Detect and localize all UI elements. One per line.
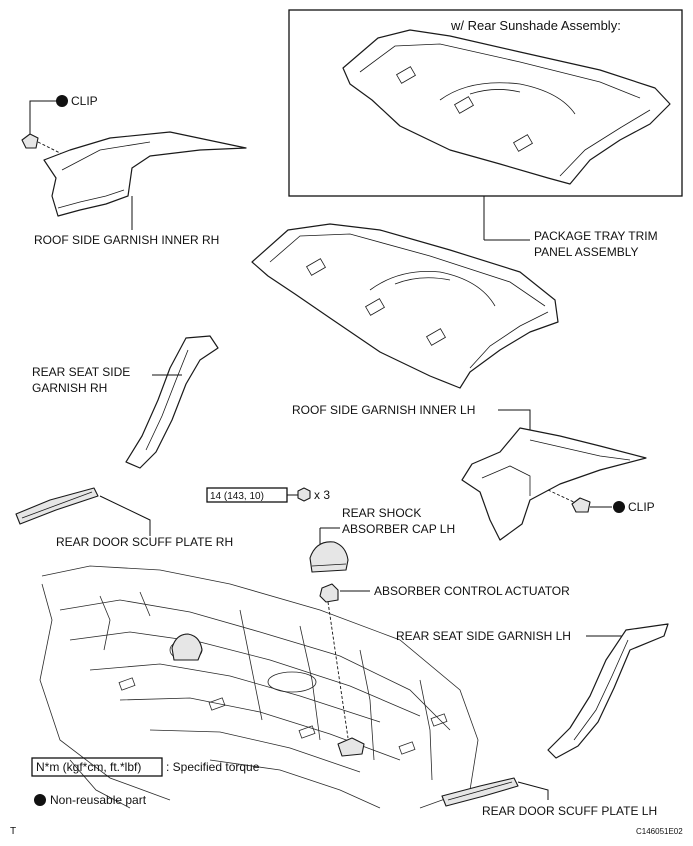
- non-reusable-bullet-icon: [34, 794, 46, 806]
- roof-side-garnish-inner-lh: [461, 427, 647, 541]
- clip-lh-part: [571, 497, 591, 513]
- clip-rh-bullet-icon: [56, 95, 68, 107]
- legend-torque-key: N*m (kgf*cm, ft.*lbf): [36, 760, 141, 774]
- legend-torque-box: [31, 757, 163, 777]
- label-roof-side-garnish-rh: ROOF SIDE GARNISH INNER RH: [34, 233, 219, 247]
- scuff-rh-leader: [99, 495, 151, 536]
- label-absorber-control-actuator: ABSORBER CONTROL ACTUATOR: [374, 584, 570, 598]
- rear-door-scuff-plate-lh: [441, 777, 519, 807]
- actuator-dash: [327, 601, 349, 739]
- footer-code: C146051E02: [636, 827, 683, 836]
- legend-non-reusable: Non-reusable part: [50, 793, 147, 807]
- inset-rear-sunshade: w/ Rear Sunshade Assembly:: [288, 9, 683, 197]
- legend: N*m (kgf*cm, ft.*lbf) : Specified torque…: [31, 757, 260, 807]
- torque-quantity: x 3: [314, 488, 330, 502]
- clip-lh-dash: [547, 489, 579, 505]
- rear-door-scuff-plate-rh: [15, 487, 99, 525]
- rear-shock-absorber-cap-lh: [309, 541, 349, 573]
- torque-value: 14 (143, 10): [210, 491, 264, 502]
- label-roof-side-garnish-lh: ROOF SIDE GARNISH INNER LH: [292, 403, 475, 417]
- footer-left-mark: T: [10, 826, 16, 837]
- label-clip-rh: CLIP: [71, 94, 98, 108]
- legend-torque-desc: : Specified torque: [166, 760, 260, 774]
- scuff-lh-leader: [517, 781, 549, 800]
- label-rear-seat-side-rh-1: REAR SEAT SIDE: [32, 365, 130, 379]
- inset-title: w/ Rear Sunshade Assembly:: [450, 18, 621, 33]
- label-clip-lh: CLIP: [628, 500, 655, 514]
- clip-lh-bullet-icon: [613, 501, 625, 513]
- label-rear-shock-cap-2: ABSORBER CAP LH: [342, 522, 455, 536]
- roof-lh-leader: [498, 409, 531, 430]
- rear-seat-side-garnish-rh: [125, 335, 219, 469]
- clip-rh-part: [21, 133, 39, 149]
- label-rear-shock-cap-1: REAR SHOCK: [342, 506, 421, 520]
- rear-seat-side-garnish-lh: [547, 623, 669, 759]
- label-rear-door-scuff-lh: REAR DOOR SCUFF PLATE LH: [482, 804, 657, 818]
- label-rear-door-scuff-rh: REAR DOOR SCUFF PLATE RH: [56, 535, 233, 549]
- inset-frame: [288, 9, 683, 197]
- clip-rh-leader: [29, 100, 56, 136]
- label-package-tray-2: PANEL ASSEMBLY: [534, 245, 639, 259]
- nut-icon: [297, 487, 311, 502]
- package-tray-trim-panel: [251, 223, 559, 389]
- label-package-tray-1: PACKAGE TRAY TRIM: [534, 229, 658, 243]
- vehicle-body-shell: [39, 565, 479, 809]
- label-rear-seat-side-lh: REAR SEAT SIDE GARNISH LH: [396, 629, 571, 643]
- absorber-control-actuator-part: [319, 583, 339, 603]
- sunshade-tray-drawing: [342, 29, 671, 185]
- roof-side-garnish-inner-rh: [43, 131, 247, 217]
- label-rear-seat-side-rh-2: GARNISH RH: [32, 381, 107, 395]
